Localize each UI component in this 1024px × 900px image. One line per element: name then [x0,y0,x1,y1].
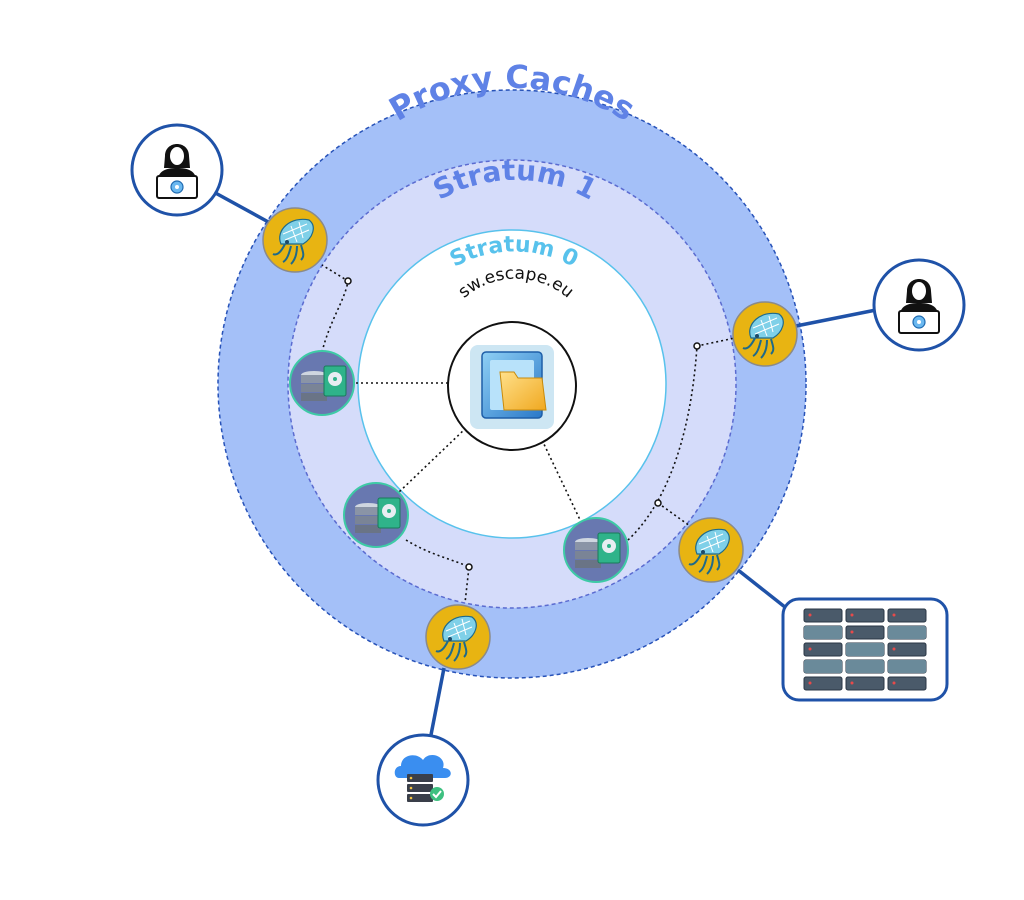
squid-icon [688,528,730,575]
folder-window-icon [470,345,554,429]
proxy-cache-lower-right[interactable] [678,517,744,583]
proxy-cache-bottom[interactable] [425,604,491,670]
stratum1-server-lower-right[interactable] [563,517,629,583]
client-connectors [209,188,877,741]
user-laptop-icon [898,279,940,334]
client-server-farm[interactable] [781,597,949,702]
cloud-server-icon [394,754,451,802]
server-rack-icon [803,608,927,691]
link-junction-dots [344,277,701,571]
proxy-cache-top-left[interactable] [262,207,328,273]
server-disk-icon [301,365,347,401]
stratum1-server-left[interactable] [289,350,355,416]
squid-icon [742,312,784,359]
squid-icon [272,218,314,265]
server-disk-icon [575,532,621,568]
client-user-right[interactable] [872,258,966,352]
squid-icon [435,615,477,662]
client-user-top-left[interactable] [130,123,224,217]
stratum1-server-lower-left[interactable] [343,482,409,548]
client-cloud-server[interactable] [376,733,470,827]
user-laptop-icon [156,144,198,199]
proxy-cache-right[interactable] [732,301,798,367]
server-disk-icon [355,497,401,533]
stratum0-links [356,382,583,525]
